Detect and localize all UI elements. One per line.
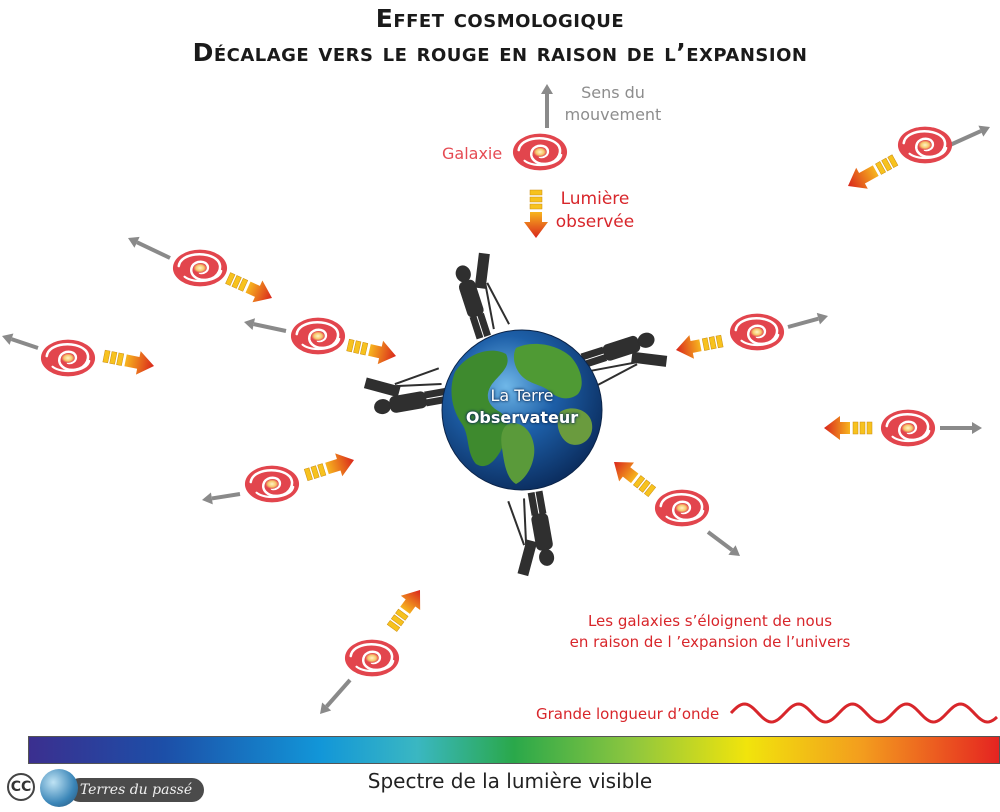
motion-arrow-icon: [128, 236, 171, 260]
light-arrow-icon: [303, 453, 355, 482]
motion-direction-label: Sens du mouvement: [548, 82, 678, 126]
light-arrow-icon: [386, 589, 421, 632]
light-arrow-icon: [225, 272, 273, 303]
telescope-observer-icon: [507, 490, 555, 577]
galaxy-label: Galaxie: [442, 144, 503, 163]
title-line-1: Effet cosmologique: [375, 4, 625, 33]
light-arrow-icon: [524, 189, 548, 238]
earth-label: La Terre Observateur: [452, 385, 592, 429]
motion-arrows: [2, 84, 990, 714]
brand-globe-icon: [40, 769, 78, 807]
motion-arrow-icon: [202, 492, 241, 505]
earth-globe-icon: [441, 329, 603, 491]
galaxies-receding-note: Les galaxies s’éloignent de nous en rais…: [540, 611, 880, 653]
motion-arrow-icon: [940, 422, 982, 434]
motion-direction-label-line-1: Sens du: [581, 83, 645, 102]
light-arrow-icon: [675, 334, 724, 359]
motion-arrow-icon: [320, 678, 352, 714]
motion-arrow-icon: [949, 125, 990, 147]
light-arrow-icon: [346, 338, 397, 365]
observed-light-label-line-1: Lumière: [560, 189, 630, 209]
galaxy-icon: [343, 638, 401, 678]
motion-arrow-icon: [706, 530, 740, 556]
light-arrow-icon: [847, 154, 899, 189]
brand-badge: Terres du passé: [68, 778, 204, 802]
motion-arrow-icon: [541, 84, 553, 128]
galaxy-icon: [289, 316, 347, 356]
observed-light-label-line-2: observée: [555, 212, 635, 232]
motion-arrow-icon: [244, 318, 287, 333]
light-arrows: [102, 154, 899, 632]
earth-label-line-1: La Terre: [490, 386, 554, 405]
galaxy-icon: [728, 312, 786, 352]
galaxy-icon: [511, 132, 569, 172]
light-arrow-icon: [824, 416, 873, 440]
telescope-observer-icon: [455, 252, 510, 340]
wave-icon: [729, 702, 998, 724]
visible-spectrum-bar: [28, 736, 1000, 764]
observed-light-label: Lumière observée: [540, 188, 650, 234]
observers: [363, 252, 668, 577]
galaxies-receding-note-line-1: Les galaxies s’éloignent de nous: [587, 612, 833, 630]
long-wavelength-label: Grande longueur d’onde: [536, 705, 720, 723]
cc-license-icon: CC: [7, 773, 35, 801]
earth-label-line-2: Observateur: [465, 408, 579, 427]
galaxy-icon: [243, 464, 301, 504]
spectrum-label: Spectre de la lumière visible: [367, 769, 653, 793]
motion-arrow-icon: [2, 333, 39, 350]
title-line-2: Décalage vers le rouge en raison de l’ex…: [192, 38, 808, 67]
telescope-observer-icon: [580, 332, 668, 387]
light-arrow-icon: [102, 349, 155, 375]
telescope-observer-icon: [363, 367, 450, 415]
galaxy-icon: [171, 248, 229, 288]
motion-arrow-icon: [787, 312, 828, 329]
galaxy-icon: [653, 488, 711, 528]
galaxies-receding-note-line-2: en raison de l ’expansion de l’univers: [569, 633, 851, 651]
motion-direction-label-line-2: mouvement: [564, 105, 662, 124]
galaxy-icon: [896, 125, 954, 165]
galaxy-icon: [879, 408, 937, 448]
light-arrow-icon: [613, 461, 657, 498]
galaxy-icon: [39, 338, 97, 378]
